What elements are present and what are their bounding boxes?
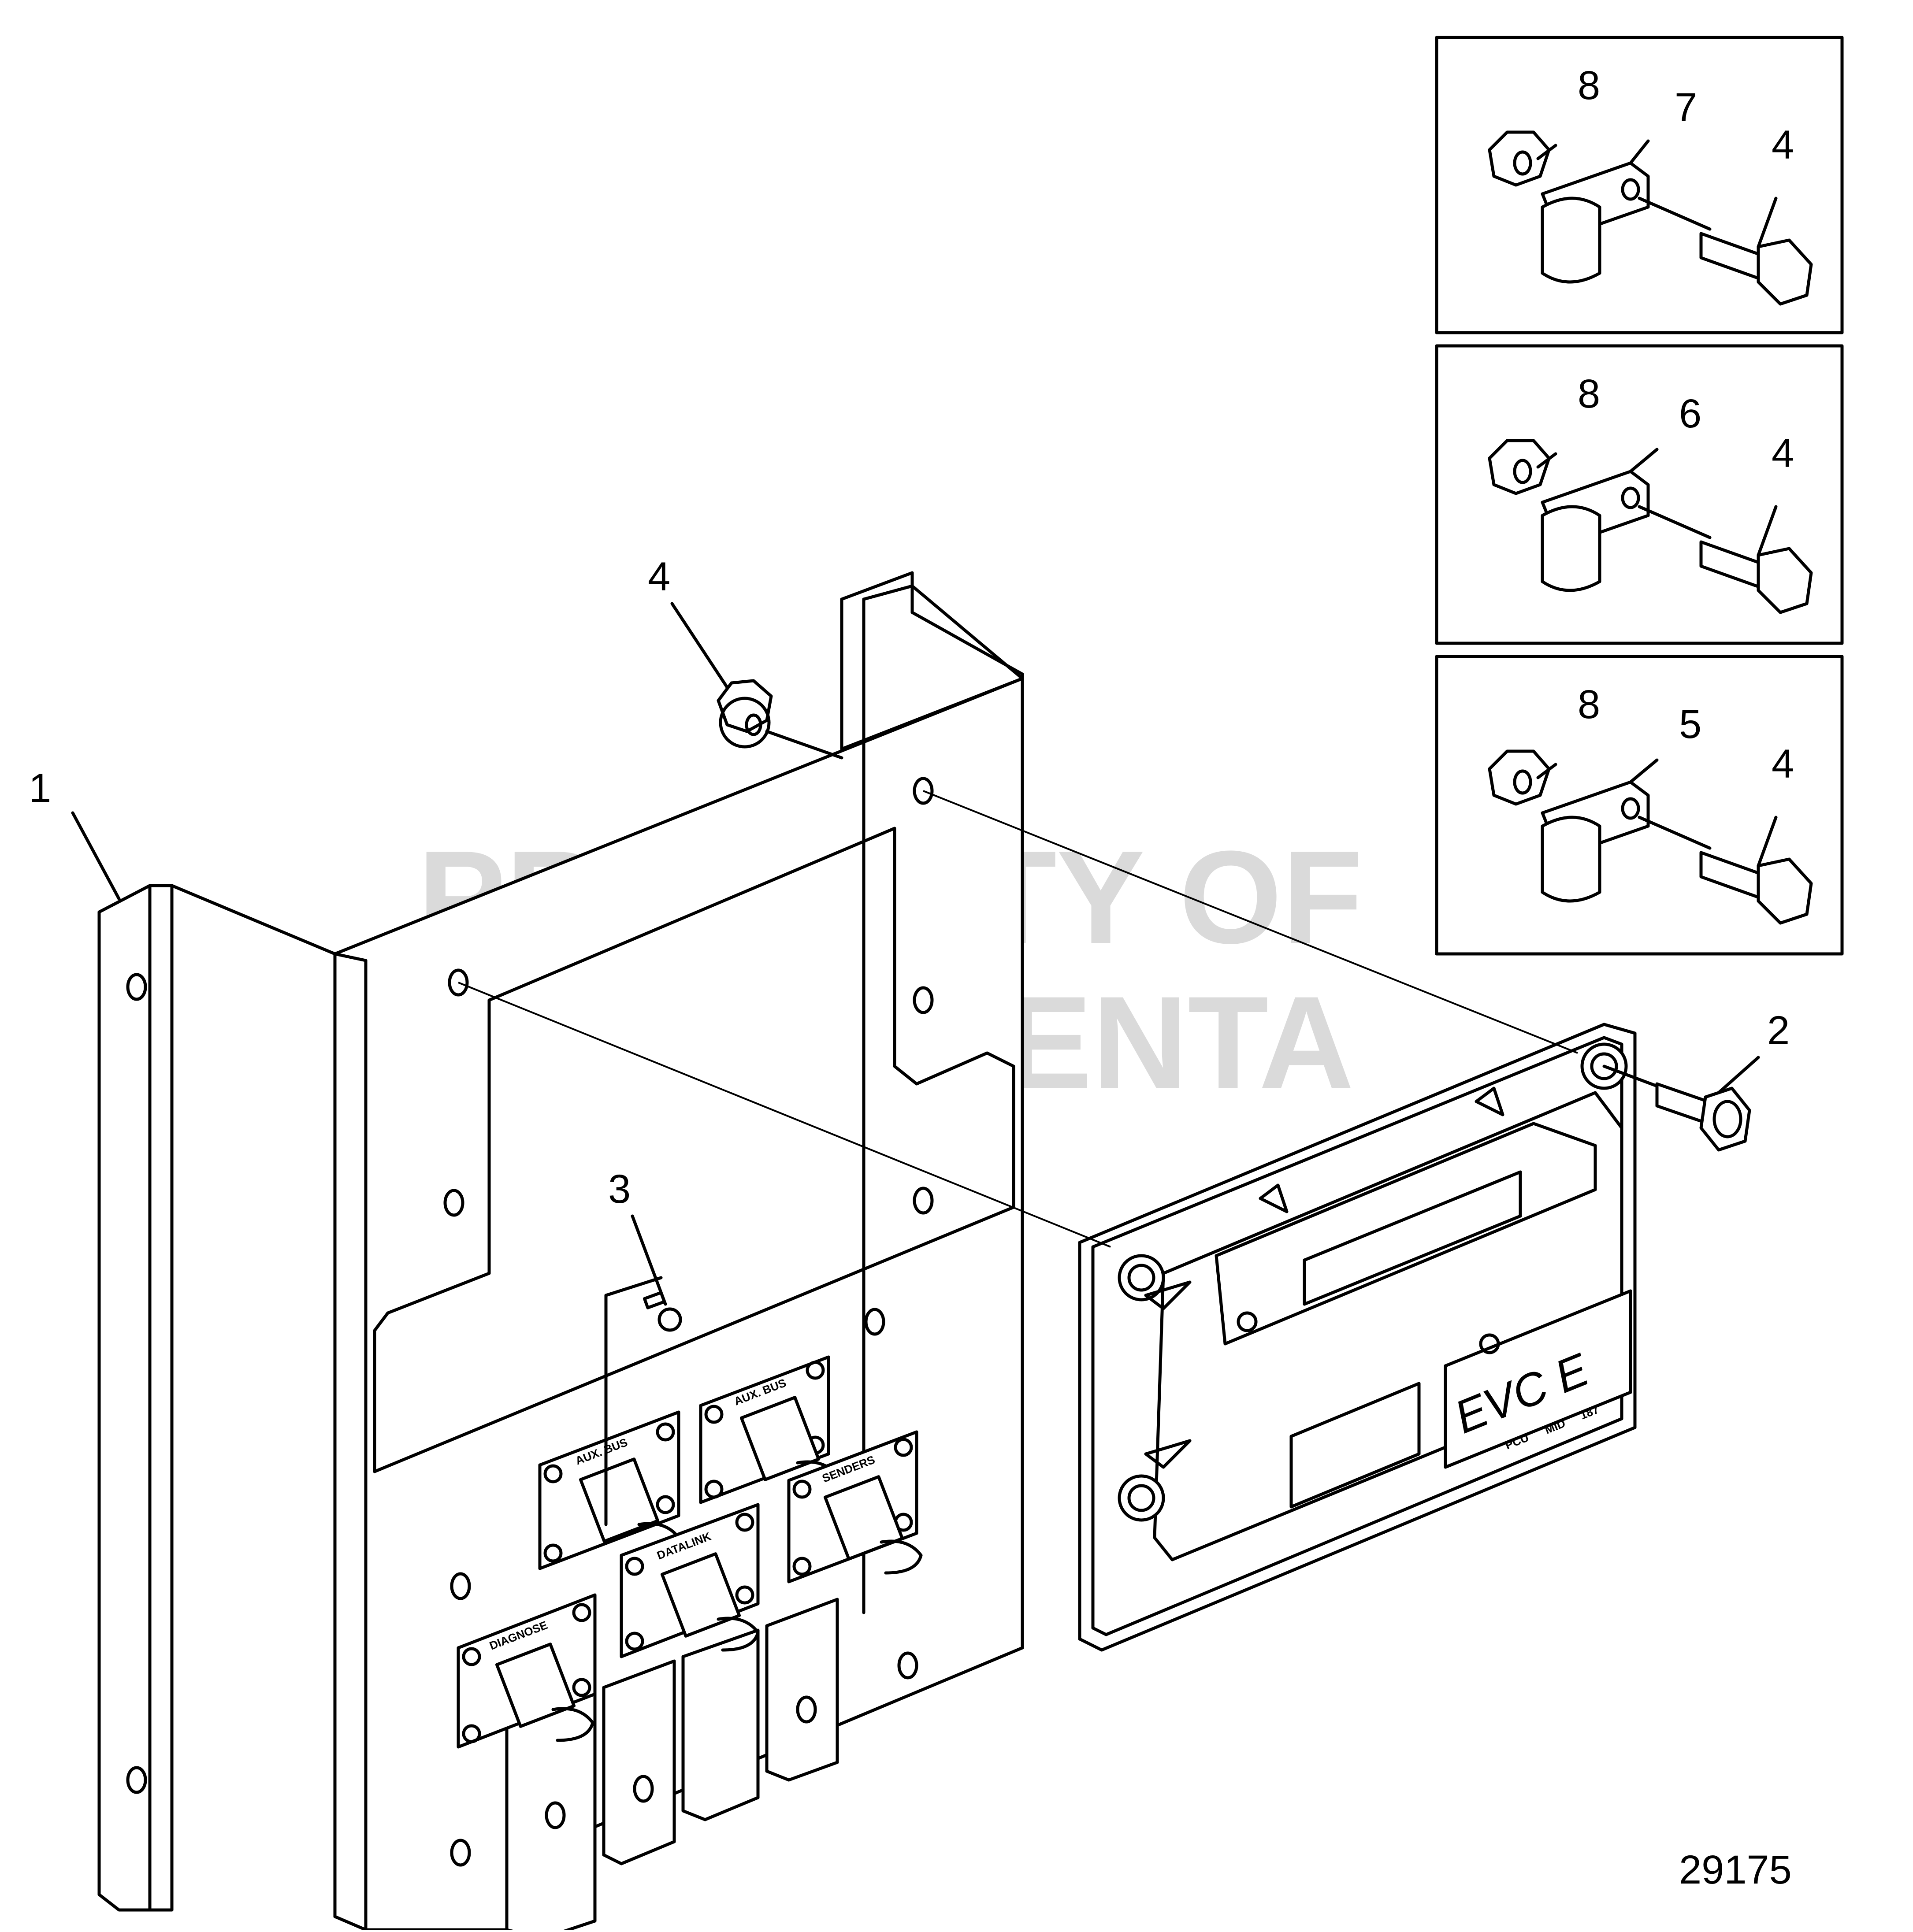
assembly-line-1 [458,982,1111,1248]
connector-aux-bus-upper: AUX. BUS [699,1355,839,1504]
callout-detail3-bolt: 4 [1772,742,1794,786]
drawing-number: 29175 [1679,1847,1792,1892]
bracket-tab-3 [681,1628,760,1821]
callout-detail2-bolt: 4 [1772,431,1794,476]
detail-box-1 [1435,36,1844,334]
callout-detail1-nut: 8 [1578,63,1600,108]
callout-1: 1 [29,766,51,811]
bracket-tab-4 [765,1598,839,1782]
detail-box-2 [1435,344,1844,645]
connector-datalink: DATALINK [620,1503,760,1658]
pcu-control-unit: EVC E PCU MID 187 [1078,1023,1637,1652]
callout-detail1-clamp: 7 [1675,85,1697,130]
mounting-bracket [97,571,1024,1932]
pcu-badge [1444,1289,1632,1469]
callouts: 1 2 3 4 8 7 4 8 6 4 8 5 4 [29,63,1794,1306]
callout-detail3-clamp: 5 [1679,702,1701,747]
callout-detail3-nut: 8 [1578,682,1600,727]
detail-box-3 [1435,655,1844,956]
callout-detail2-nut: 8 [1578,371,1600,416]
hex-bolt-2 [1602,1064,1751,1152]
connector-diagnose: DIAGNOSE [457,1593,597,1749]
bracket-left-flange [97,884,174,1912]
bracket-cutout [373,827,1015,1473]
callout-detail1-bolt: 4 [1772,122,1794,167]
connector-senders: SENDERS [787,1430,923,1583]
connector-aux-bus-lower: AUX. BUS [538,1410,680,1570]
bracket-tab-2 [602,1659,676,1865]
callout-3: 3 [608,1167,631,1212]
callout-detail2-clamp: 6 [1679,391,1701,436]
callout-2: 2 [1767,1008,1790,1053]
assembly-line-2 [923,790,1578,1054]
callout-4-top: 4 [648,554,670,599]
flange-nut-top [717,679,843,760]
